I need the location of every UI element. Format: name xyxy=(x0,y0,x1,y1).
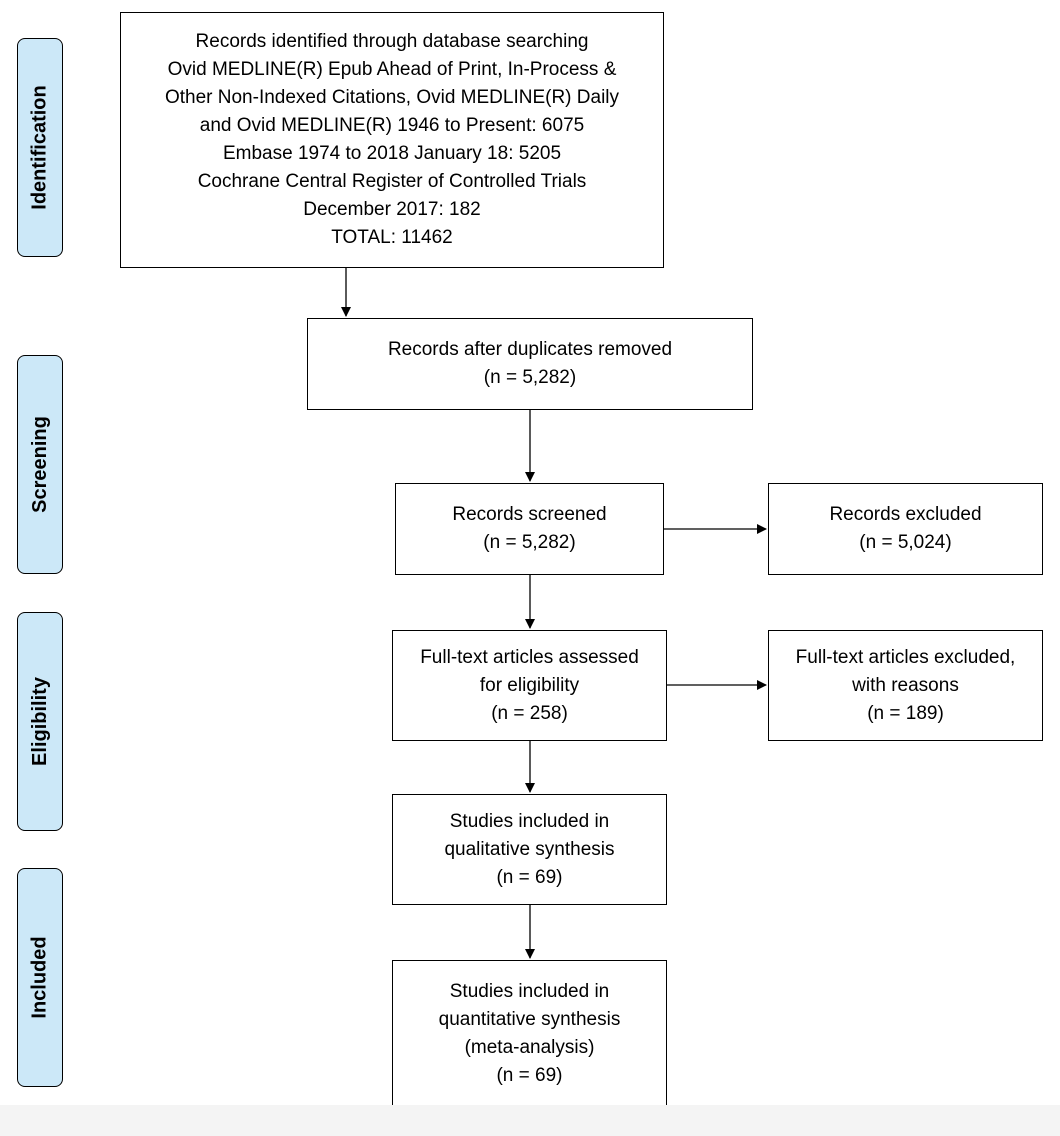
box-line: (n = 5,024) xyxy=(859,532,952,553)
box-qualitative-synthesis: Studies included in qualitative synthesi… xyxy=(392,794,667,905)
box-line: December 2017: 182 xyxy=(303,199,481,220)
box-line: Full-text articles excluded, xyxy=(795,646,1016,668)
prisma-flow-diagram: Identification Screening Eligibility Inc… xyxy=(17,12,1043,1107)
bottom-strip xyxy=(0,1105,1060,1136)
box-line: Other Non-Indexed Citations, Ovid MEDLIN… xyxy=(164,87,620,108)
box-line: Ovid MEDLINE(R) Epub Ahead of Print, In-… xyxy=(167,59,617,80)
box-line: Records identified through database sear… xyxy=(195,31,589,52)
box-line: Studies included in xyxy=(449,810,610,832)
box-line: (n = 5,282) xyxy=(483,367,577,388)
box-line: Records excluded xyxy=(829,504,982,525)
box-line: Embase 1974 to 2018 January 18: 5205 xyxy=(222,143,562,164)
box-line: with reasons xyxy=(852,674,959,696)
box-line: (n = 189) xyxy=(867,702,944,724)
box-line: Records screened xyxy=(452,504,607,525)
box-fulltext-assessed: Full-text articles assessed for eligibil… xyxy=(392,630,667,741)
box-line: Studies included in xyxy=(449,980,610,1002)
box-line: (n = 69) xyxy=(496,1064,563,1086)
stage-identification: Identification xyxy=(17,38,63,257)
box-line: (meta-analysis) xyxy=(464,1036,595,1058)
box-line: for eligibility xyxy=(479,674,580,696)
box-duplicates-removed: Records after duplicates removed (n = 5,… xyxy=(307,318,753,410)
box-line: qualitative synthesis xyxy=(444,838,615,860)
box-line: Records after duplicates removed xyxy=(387,339,673,360)
stage-included: Included xyxy=(17,868,63,1087)
box-line: and Ovid MEDLINE(R) 1946 to Present: 607… xyxy=(199,115,585,136)
box-records-identified: Records identified through database sear… xyxy=(120,12,664,268)
box-fulltext-excluded: Full-text articles excluded, with reason… xyxy=(768,630,1043,741)
stage-screening: Screening xyxy=(17,355,63,574)
box-line: Cochrane Central Register of Controlled … xyxy=(197,171,587,192)
box-line: (n = 5,282) xyxy=(483,532,576,553)
connector-arrows xyxy=(341,268,767,959)
box-line: TOTAL: 11462 xyxy=(331,227,453,248)
box-records-screened: Records screened (n = 5,282) xyxy=(395,483,664,575)
box-line: (n = 69) xyxy=(496,866,563,888)
box-line: (n = 258) xyxy=(491,702,568,724)
box-line: quantitative synthesis xyxy=(438,1008,621,1030)
stage-eligibility: Eligibility xyxy=(17,612,63,831)
box-line: Full-text articles assessed xyxy=(420,646,639,668)
box-quantitative-synthesis: Studies included in quantitative synthes… xyxy=(392,960,667,1107)
box-records-excluded: Records excluded (n = 5,024) xyxy=(768,483,1043,575)
